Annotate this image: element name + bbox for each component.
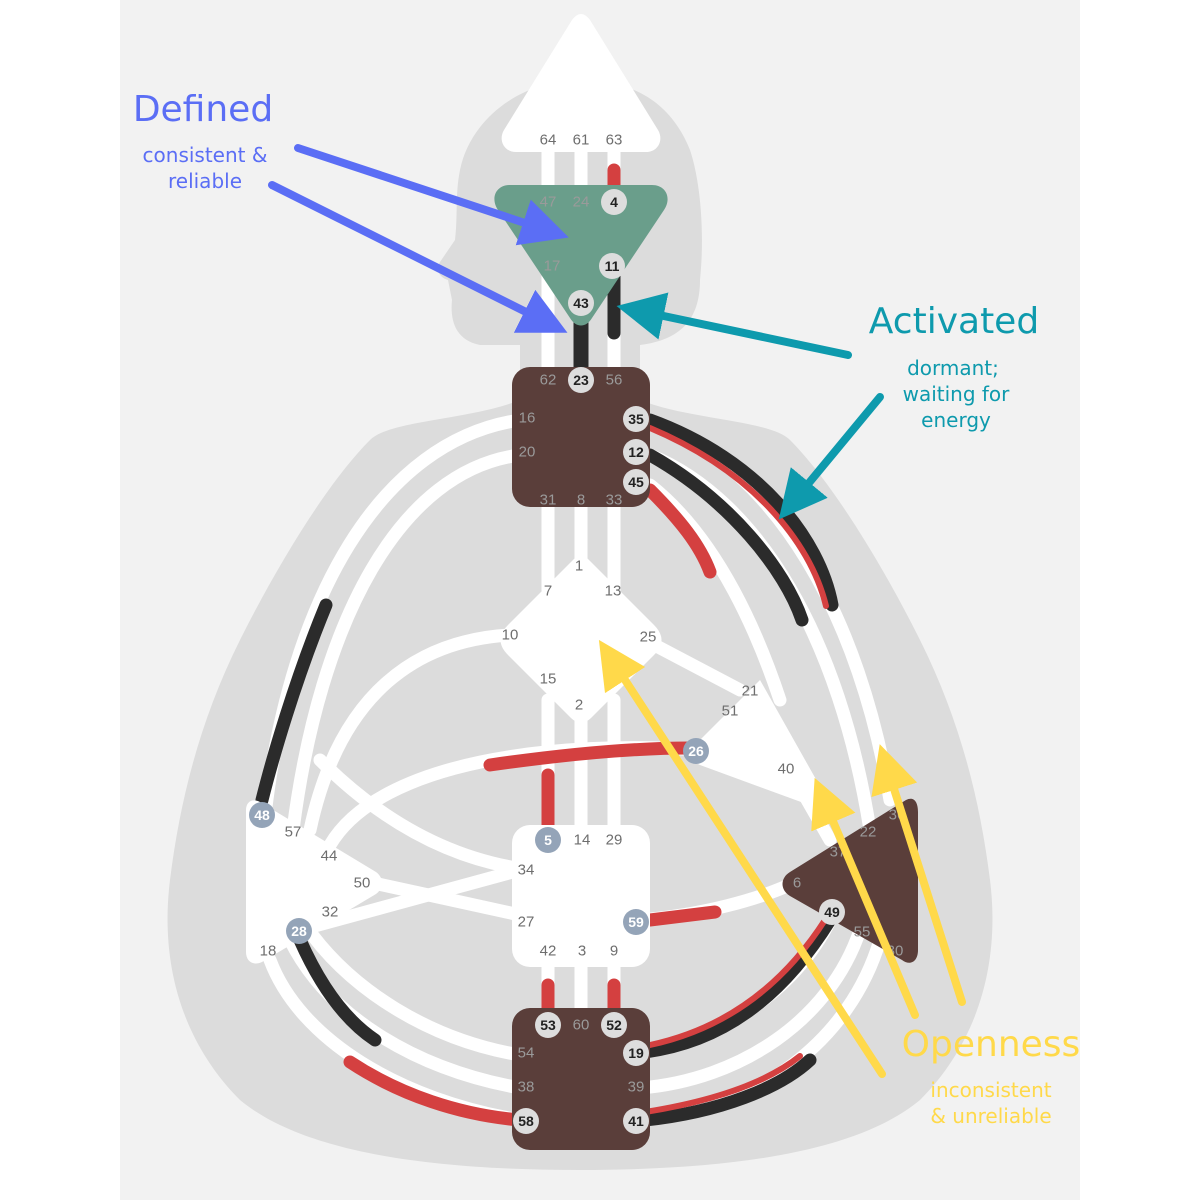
sacral-center [512,825,650,967]
gate-13: 13 [605,583,622,600]
gate-7: 7 [544,583,552,600]
gate-57: 57 [285,824,302,841]
gate-25: 25 [640,629,657,646]
root-center [512,1008,650,1150]
openness-sub-1: inconsistent [930,1078,1051,1102]
gate-31: 31 [540,492,557,509]
gate-4: 4 [610,194,618,210]
gate-42: 42 [540,943,557,960]
gate-33: 33 [606,492,623,509]
gate-26: 26 [688,743,704,759]
gate-39: 39 [628,1079,645,1096]
gate-48: 48 [254,807,270,823]
gate-27: 27 [518,914,535,931]
solar-plexus-center [782,798,918,963]
annotation-activated: Activated dormant; waiting for energy [869,301,1039,432]
gate-14: 14 [574,832,591,849]
gate-47: 47 [540,194,557,211]
gate-43: 43 [573,295,589,311]
gate-17: 17 [544,258,561,275]
gate-23: 23 [573,372,589,388]
gate-22: 22 [860,824,877,841]
gate-1: 1 [575,558,583,575]
openness-title: Openness [902,1024,1081,1065]
activated-sub-3: energy [921,408,991,432]
gate-63: 63 [606,132,623,149]
gate-32: 32 [322,904,339,921]
gate-41: 41 [628,1113,644,1129]
gate-38: 38 [518,1079,535,1096]
gate-20: 20 [519,444,536,461]
defined-title: Defined [133,89,273,130]
gate-9: 9 [610,943,618,960]
activated-title: Activated [869,301,1039,342]
gate-18: 18 [260,943,277,960]
gate-62: 62 [540,372,557,389]
gate-16: 16 [519,410,536,427]
gate-35: 35 [628,411,644,427]
gate-61: 61 [573,132,590,149]
gate-52: 52 [606,1017,622,1033]
gate-64: 64 [540,132,557,149]
gate-51: 51 [722,703,739,720]
gate-60: 60 [573,1017,590,1034]
gate-29: 29 [606,832,623,849]
annotation-arrows [268,144,966,1078]
gate-28: 28 [291,923,307,939]
defined-sub-2: reliable [168,169,242,193]
gate-2: 2 [575,697,583,714]
head-center [501,14,661,152]
throat-center [512,367,650,507]
gate-15: 15 [540,671,557,688]
gate-21: 21 [742,683,759,700]
gate-19: 19 [628,1045,644,1061]
gate-55: 55 [854,924,871,941]
openness-sub-2: & unreliable [930,1104,1051,1128]
activated-sub-2: waiting for [903,382,1011,406]
defined-sub-1: consistent & [143,143,268,167]
ego-center [689,680,824,806]
gate-34: 34 [518,862,535,879]
gate-56: 56 [606,372,623,389]
annotation-openness: Openness inconsistent & unreliable [902,1024,1081,1128]
gate-10: 10 [502,627,519,644]
gate-59: 59 [628,914,644,930]
gate-58: 58 [518,1113,534,1129]
gate-8: 8 [577,492,585,509]
gate-5: 5 [544,832,552,848]
gate-6: 6 [793,875,801,892]
gate-54: 54 [518,1045,535,1062]
gate-40: 40 [778,761,795,778]
gate-12: 12 [628,444,644,460]
gate-50: 50 [354,875,371,892]
spleen-center [246,800,382,964]
gate-44: 44 [321,848,338,865]
annotation-defined: Defined consistent & reliable [133,89,273,193]
gate-49: 49 [824,904,840,920]
gate-45: 45 [628,474,644,490]
gate-24: 24 [573,194,590,211]
gate-3: 3 [578,943,586,960]
gate-53: 53 [540,1017,556,1033]
activated-sub-1: dormant; [907,356,999,380]
gate-11: 11 [605,258,620,274]
